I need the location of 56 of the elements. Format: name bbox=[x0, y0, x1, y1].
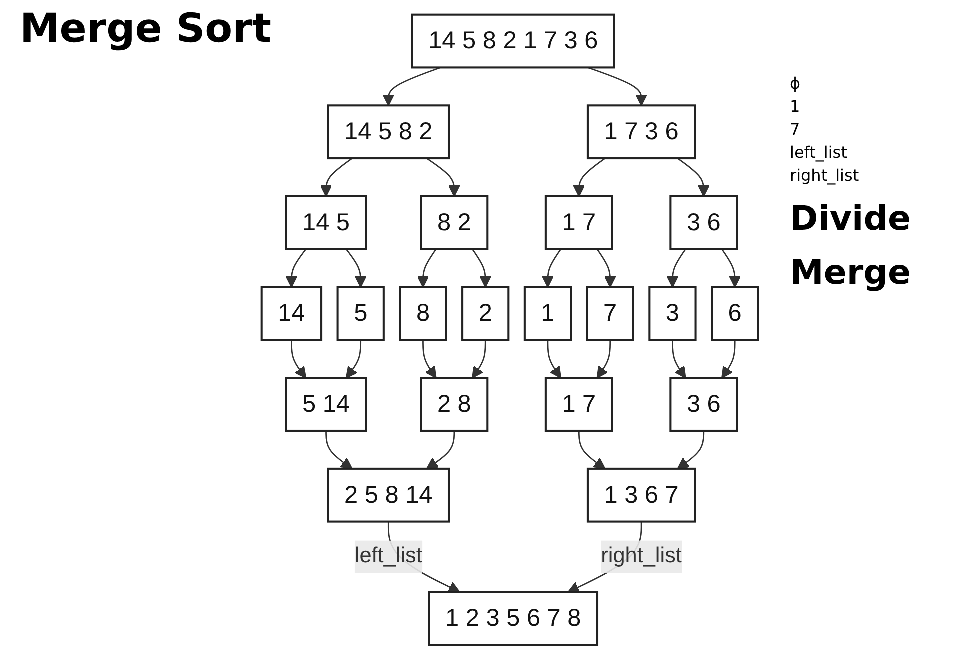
arrow bbox=[472, 248, 492, 288]
node-box: 3 6 bbox=[670, 377, 738, 432]
node-box: 5 bbox=[336, 286, 385, 342]
arrow bbox=[596, 340, 612, 379]
arrow bbox=[573, 158, 606, 198]
arrow bbox=[326, 430, 353, 470]
arrow bbox=[426, 430, 456, 470]
node-box: 8 bbox=[399, 286, 448, 342]
node-box: 2 bbox=[462, 286, 510, 342]
node-box: 2 5 8 14 bbox=[327, 468, 450, 523]
node-box: 3 bbox=[648, 286, 697, 342]
node-box: 8 2 bbox=[420, 195, 489, 250]
arrow bbox=[422, 340, 437, 379]
index-label: 7 bbox=[790, 120, 802, 139]
edge-label: right_list bbox=[601, 544, 682, 568]
index-label: ϕ bbox=[790, 74, 802, 93]
node-box: 2 8 bbox=[420, 377, 489, 432]
arrow bbox=[472, 340, 486, 379]
node-box: 1 2 3 5 6 7 8 bbox=[428, 591, 599, 646]
node-box: 1 7 bbox=[544, 377, 614, 432]
phase-label: Merge bbox=[790, 253, 912, 293]
arrow bbox=[677, 158, 710, 198]
arrow bbox=[417, 248, 437, 288]
arrow bbox=[677, 430, 705, 470]
node-box: 7 bbox=[586, 286, 634, 342]
arrow bbox=[346, 340, 362, 379]
edge-label: left_list bbox=[354, 544, 422, 568]
node-box: 1 bbox=[524, 286, 572, 342]
list-label: left_list bbox=[790, 143, 848, 162]
node-box: 1 7 3 6 bbox=[586, 104, 696, 160]
arrow bbox=[578, 430, 606, 470]
node-box: 14 bbox=[260, 286, 323, 342]
list-label: right_list bbox=[790, 166, 860, 185]
node-box: 14 5 bbox=[285, 195, 368, 250]
node-box: 14 5 8 2 1 7 3 6 bbox=[411, 14, 616, 69]
arrow bbox=[426, 158, 460, 198]
arrow bbox=[346, 248, 367, 288]
phase-label: Divide bbox=[790, 199, 912, 239]
node-box: 5 14 bbox=[285, 377, 368, 432]
node-box: 6 bbox=[711, 286, 760, 342]
node-box: 3 6 bbox=[670, 195, 738, 250]
arrow bbox=[286, 248, 307, 288]
node-box: 1 7 bbox=[544, 195, 614, 250]
arrow bbox=[672, 340, 686, 379]
arrow bbox=[596, 248, 616, 288]
node-box: 14 5 8 2 bbox=[327, 104, 450, 160]
arrow bbox=[722, 340, 736, 379]
arrow bbox=[542, 248, 562, 288]
arrow bbox=[666, 248, 686, 288]
arrow bbox=[722, 248, 742, 288]
node-box: 1 3 6 7 bbox=[586, 468, 696, 523]
index-label: 1 bbox=[790, 97, 802, 116]
diagram-title: Merge Sort bbox=[20, 6, 272, 52]
arrow bbox=[547, 340, 562, 379]
arrow bbox=[320, 158, 353, 198]
arrow bbox=[291, 340, 307, 379]
